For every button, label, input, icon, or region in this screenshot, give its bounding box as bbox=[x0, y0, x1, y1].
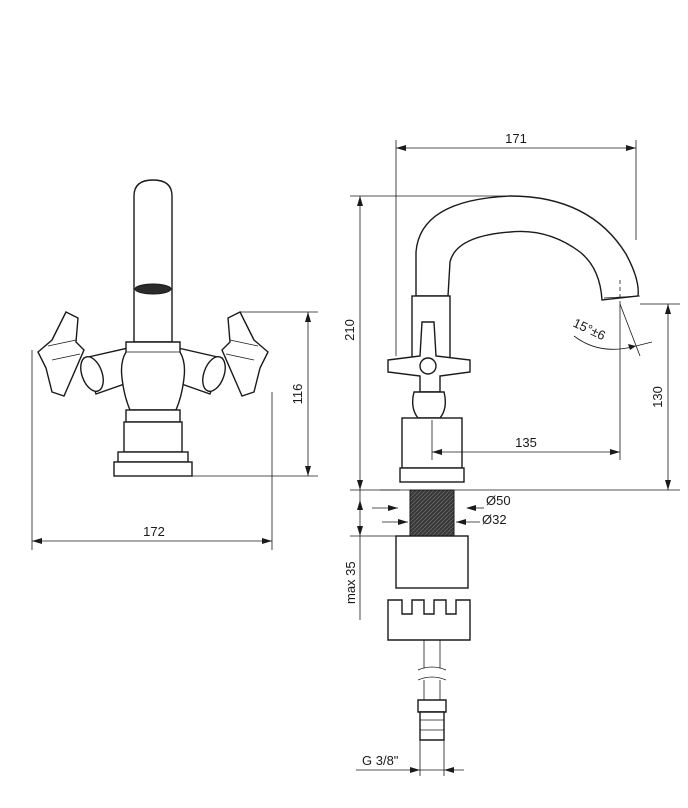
side-view: 171 210 135 130 15°±6 Ø50 bbox=[342, 131, 680, 776]
dim-spout-reach-total: 171 bbox=[505, 131, 527, 146]
dim-spout-height: 130 bbox=[650, 386, 665, 408]
dim-front-width: 172 bbox=[143, 524, 165, 539]
dim-spout-reach: 135 bbox=[515, 435, 537, 450]
dim-hole-diameter: Ø32 bbox=[482, 512, 507, 527]
dim-thread: G 3/8" bbox=[362, 753, 399, 768]
front-view: 116 172 bbox=[31, 179, 318, 550]
dim-overall-height: 210 bbox=[342, 319, 357, 341]
dim-max-thickness: max 35 bbox=[343, 561, 358, 604]
dim-spout-angle: 15°±6 bbox=[571, 315, 608, 343]
dim-base-diameter: Ø50 bbox=[486, 493, 511, 508]
dim-front-height: 116 bbox=[290, 384, 305, 405]
